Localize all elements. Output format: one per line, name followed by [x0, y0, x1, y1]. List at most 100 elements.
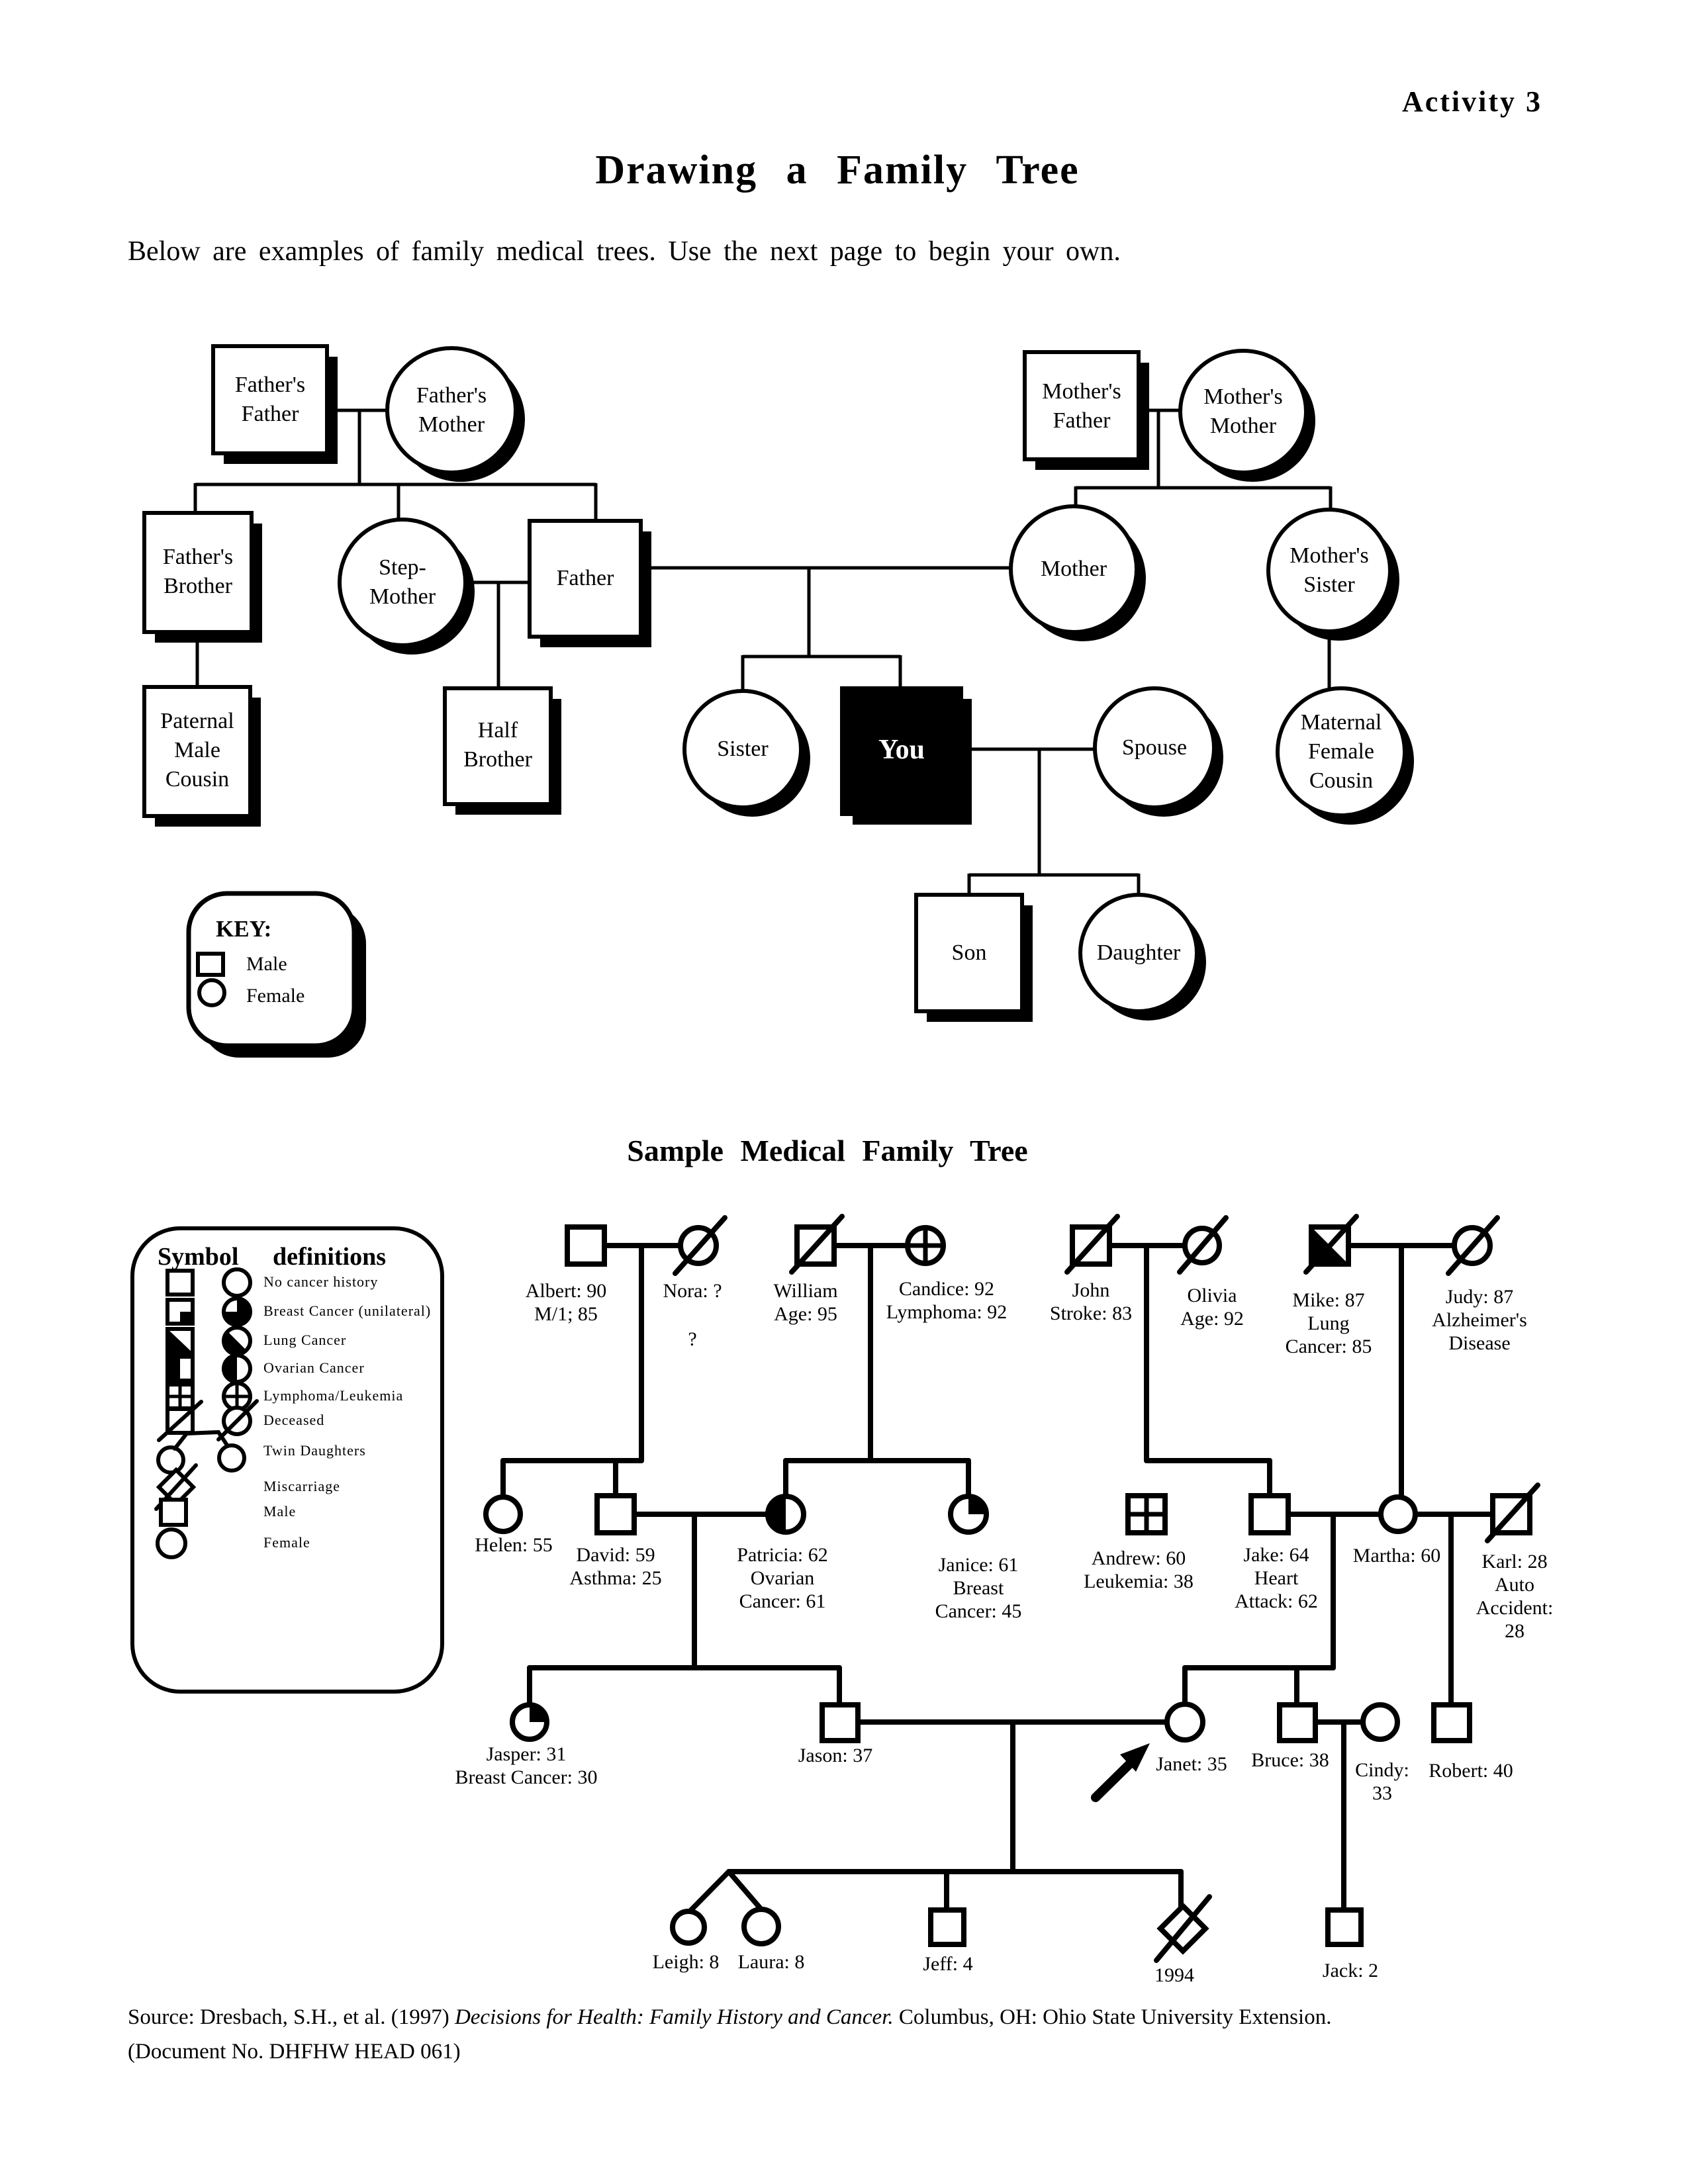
symbol-def-row: Male — [263, 1503, 297, 1520]
deceased-slash — [1064, 1214, 1120, 1275]
label-karl: Karl: 28 Auto Accident: 28 — [1476, 1550, 1554, 1643]
label-line: Lymphoma: 92 — [886, 1301, 1008, 1323]
label-line: Martha: 60 — [1352, 1545, 1441, 1567]
label-mike: Mike: 87 Lung Cancer: 85 — [1286, 1289, 1372, 1358]
label-line: Father's — [234, 373, 306, 397]
female-circle — [1360, 1702, 1400, 1742]
label-andrew: Andrew: 60 Leukemia: 38 — [1084, 1547, 1194, 1593]
label-patricia: Patricia: 62 Ovarian Cancer: 61 — [737, 1543, 827, 1613]
symbol-jasper-female-breast-cancer — [510, 1702, 549, 1742]
male-square-icon — [159, 1498, 188, 1527]
key-box-frame — [186, 891, 357, 1048]
label-line: Accident: — [1476, 1597, 1554, 1619]
label-line: Nora: ? — [663, 1280, 722, 1302]
male-square — [565, 1224, 607, 1267]
label-william: William Age: 95 — [773, 1279, 837, 1326]
sample-tree-title: Sample Medical Family Tree — [627, 1134, 1028, 1167]
label-line: Mike: 87 — [1292, 1289, 1365, 1311]
male-box-mothers-father — [1023, 350, 1141, 461]
male-square — [1325, 1907, 1364, 1947]
label-line: Karl: 28 — [1481, 1551, 1548, 1572]
male-square — [820, 1702, 861, 1743]
female-circle-daughter — [1078, 893, 1199, 1013]
ovarian-cancer-circle-fill — [224, 1355, 237, 1382]
male-box-fathers-father — [211, 344, 329, 455]
key-title: KEY: — [216, 916, 272, 942]
female-circle-maternal-female-cousin — [1276, 686, 1407, 817]
male-square — [1431, 1702, 1472, 1743]
label-son: Son — [952, 938, 987, 968]
symbol-definitions-frame — [130, 1226, 444, 1694]
label-line: Judy: 87 — [1445, 1286, 1514, 1308]
label-line: M/1; 85 — [534, 1303, 598, 1325]
label-leigh: Leigh: 8 — [653, 1950, 720, 1974]
activity-label: Activity 3 — [1401, 85, 1542, 118]
label-line: Stroke: 83 — [1049, 1302, 1133, 1324]
symbol-cindy-female — [1360, 1702, 1400, 1742]
female-circle-mothers-mother — [1178, 349, 1308, 475]
label-robert: Robert: 40 — [1429, 1759, 1513, 1782]
symbol-andrew-male-leukemia — [1125, 1493, 1168, 1535]
label-bruce: Bruce: 38 — [1251, 1749, 1329, 1772]
label-line: 28 — [1505, 1620, 1524, 1642]
lung-cancer-circle-fill — [224, 1332, 246, 1353]
symbol-leigh-female — [670, 1909, 707, 1946]
male-square — [928, 1907, 966, 1947]
symbol-def-row: Ovarian Cancer — [263, 1359, 365, 1376]
intro-text: Below are examples of family medical tre… — [128, 236, 1121, 267]
label-line: Father's — [162, 545, 234, 569]
male-square — [1277, 1702, 1318, 1743]
label-line: Father — [1053, 408, 1111, 433]
label-line: Olivia — [1187, 1285, 1237, 1306]
label-martha: Martha: 60 — [1353, 1544, 1440, 1567]
label-fathers-father: Father's Father — [235, 371, 305, 429]
label-half-brother: Half Brother — [463, 716, 532, 774]
female-circle — [1378, 1494, 1418, 1534]
female-symbol-icon — [197, 978, 226, 1007]
label-line: Andrew: 60 — [1091, 1547, 1186, 1569]
label-line: Male — [174, 738, 220, 762]
label-line: Attack: 62 — [1235, 1590, 1318, 1612]
label-line: Brother — [164, 574, 232, 598]
label-line: You — [878, 735, 925, 765]
label-nora: Nora: ? ? — [663, 1279, 722, 1351]
label-line: Jack: 2 — [1322, 1960, 1379, 1981]
symbol-janet-female — [1164, 1702, 1205, 1743]
symbol-def-row: Lung Cancer — [263, 1332, 347, 1348]
label-line: 1994 — [1154, 1964, 1194, 1986]
label-line: Auto — [1495, 1574, 1534, 1596]
no-cancer-circle-icon — [222, 1267, 252, 1298]
tree2-symbols — [483, 1214, 1540, 1963]
symbol-jack-male — [1325, 1907, 1364, 1947]
tree1-connectors — [193, 408, 1333, 896]
deceased-slash — [1446, 1215, 1500, 1276]
label-line: Father — [556, 566, 614, 590]
symbol-def-row: Miscarriage — [263, 1478, 341, 1494]
symbol-william-male-deceased — [789, 1214, 845, 1275]
tree1-shapes — [142, 344, 1414, 1022]
symbol-helen-female — [483, 1494, 523, 1534]
label-line: Jeff: 4 — [923, 1953, 973, 1975]
label-paternal-male-cousin: Paternal Male Cousin — [160, 707, 234, 794]
symbol-mike-male-lung-cancer-deceased — [1303, 1214, 1359, 1275]
symbol-patricia-female-ovarian-cancer — [765, 1494, 806, 1535]
label-line: Mother's — [1289, 543, 1369, 568]
deceased-slash — [1485, 1482, 1540, 1543]
twin-daughter-circle-icon — [217, 1443, 246, 1473]
label-jack: Jack: 2 — [1323, 1959, 1378, 1982]
symbol-karl-male-deceased — [1485, 1482, 1540, 1543]
female-circle — [1164, 1702, 1205, 1743]
label-line: Father's — [416, 383, 487, 408]
symbol-definition-glyphs — [154, 1267, 259, 1559]
source-text: Source: Dresbach, S.H., et al. (1997) — [128, 2005, 455, 2029]
symbol-jake-male — [1248, 1493, 1291, 1535]
label-daughter: Daughter — [1097, 938, 1181, 968]
label-line: Candice: 92 — [898, 1278, 995, 1300]
proband-arrow-icon — [1091, 1743, 1150, 1802]
ovarian-cancer-square-fill — [167, 1357, 180, 1381]
label-david: David: 59 Asthma: 25 — [569, 1543, 661, 1590]
label-line: Half — [477, 718, 518, 743]
symbol-nora-female-deceased — [673, 1215, 727, 1276]
